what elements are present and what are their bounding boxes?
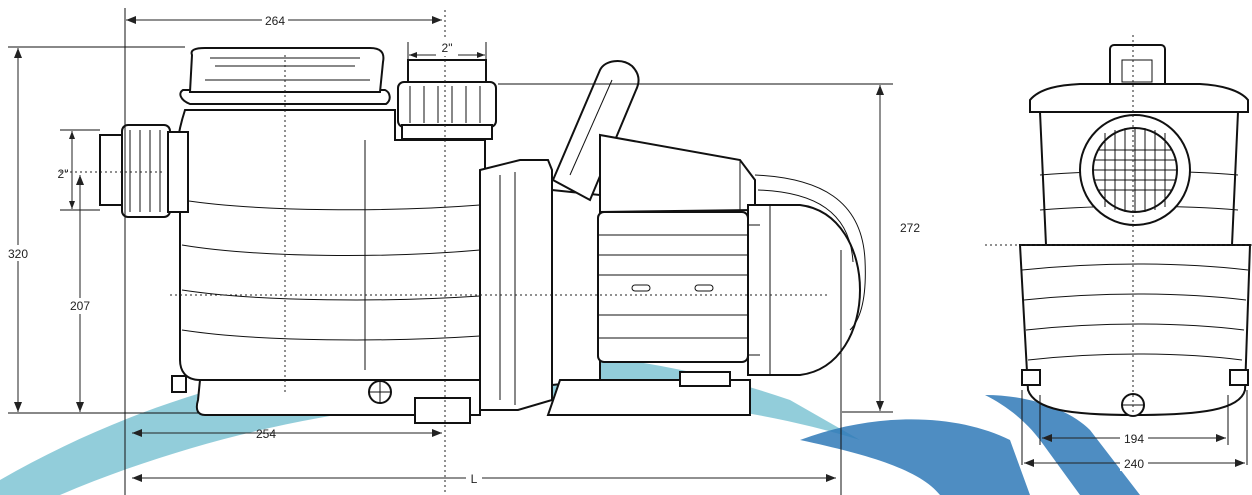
inlet-grille	[1094, 128, 1176, 212]
dim-194-label: 194	[1124, 432, 1144, 446]
dim-264-label: 264	[265, 14, 285, 28]
dim-inlet-2in-label: 2"	[58, 167, 69, 181]
dim-L-label: L	[471, 472, 478, 486]
pump-side-view	[99, 47, 866, 424]
dim-320-label: 320	[8, 247, 28, 261]
dim-207-label: 207	[70, 299, 90, 313]
pump-front-view	[985, 35, 1252, 420]
dim-outlet-2in-label: 2"	[442, 41, 453, 55]
dim-272-label: 272	[900, 221, 920, 235]
dim-240-label: 240	[1124, 457, 1144, 471]
dimension-labels: 264 2" 320 2" 207 272 254 L 194 240	[4, 12, 1148, 486]
dim-254-label: 254	[256, 427, 276, 441]
